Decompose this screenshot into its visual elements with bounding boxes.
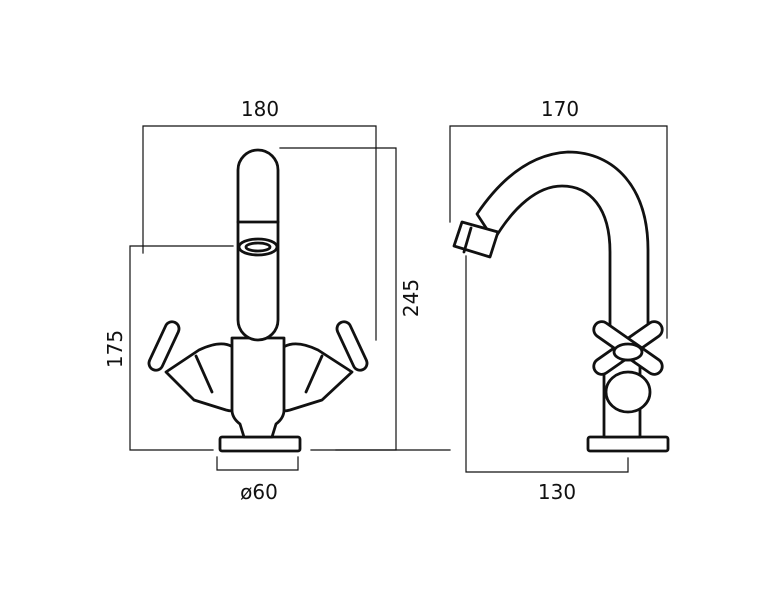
side-view-tap bbox=[452, 150, 670, 453]
side-cross-handle-hub bbox=[612, 342, 644, 362]
front-right-handle-bar bbox=[335, 320, 369, 372]
side-width-dimension-line bbox=[449, 125, 668, 339]
side-aerator-band bbox=[462, 226, 473, 254]
front-height-dimension-line bbox=[129, 245, 234, 451]
front-base-plate bbox=[218, 435, 302, 453]
side-body-bulge bbox=[604, 370, 652, 414]
front-view-dimensions bbox=[129, 125, 451, 471]
front-left-lever-crease bbox=[194, 354, 214, 394]
front-left-lever-body bbox=[164, 342, 242, 413]
side-spout bbox=[475, 150, 650, 342]
side-width-label: 170 bbox=[541, 97, 579, 121]
front-aerator bbox=[237, 237, 279, 257]
overall-height-label: 245 bbox=[399, 279, 423, 317]
front-central-body bbox=[230, 336, 286, 439]
side-base-plate bbox=[586, 435, 670, 453]
front-view-tap bbox=[147, 148, 369, 453]
side-base-label: 130 bbox=[538, 480, 576, 504]
front-height-label: 175 bbox=[103, 330, 127, 368]
front-right-lever-crease bbox=[304, 354, 324, 394]
side-view-dimensions bbox=[449, 125, 668, 473]
side-base-dimension-line bbox=[465, 255, 629, 473]
front-width-dimension-line bbox=[142, 125, 377, 341]
front-width-label: 180 bbox=[241, 97, 279, 121]
front-aerator-inner bbox=[244, 241, 272, 253]
front-base-dimension-line bbox=[216, 456, 299, 471]
front-left-handle-bar bbox=[147, 320, 181, 372]
front-base-label: ø60 bbox=[240, 480, 278, 504]
